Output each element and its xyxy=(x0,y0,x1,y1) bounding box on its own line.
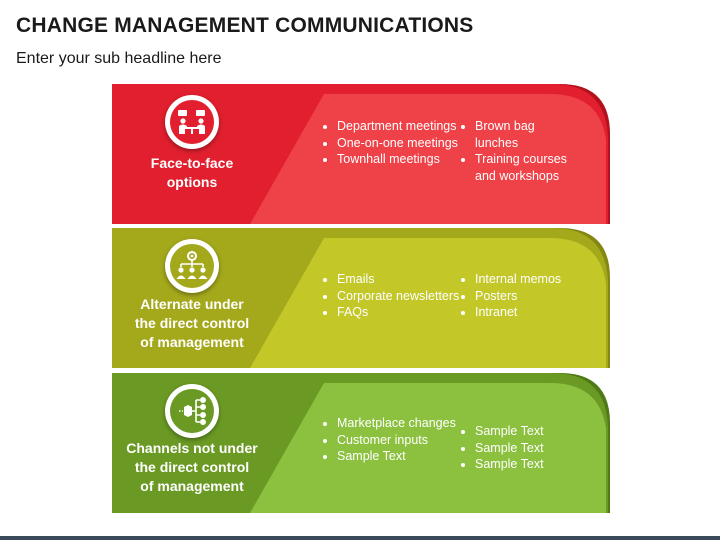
meeting-people-icon xyxy=(170,100,214,144)
network-tree-icon xyxy=(170,389,214,433)
row-background-green xyxy=(112,373,610,513)
list-item: One-on-one meetings xyxy=(337,135,467,152)
list-item: Sample Text xyxy=(475,423,575,440)
list-item: Internal memos xyxy=(475,271,575,288)
bullet-list-left: Emails Corporate newsletters FAQs xyxy=(315,271,467,321)
row-alternate-under-control: Alternate under the direct control of ma… xyxy=(112,228,610,368)
page-subtitle: Enter your sub headline here xyxy=(16,50,222,67)
list-item: FAQs xyxy=(337,304,467,321)
list-item: Intranet xyxy=(475,304,575,321)
bullet-list-left: Marketplace changes Customer inputs Samp… xyxy=(315,415,467,465)
list-item: Sample Text xyxy=(475,440,575,457)
icon-badge xyxy=(165,239,219,293)
row-background-red xyxy=(112,84,610,224)
icon-badge xyxy=(165,384,219,438)
row-channels-not-under-control: Channels not under the direct control of… xyxy=(112,373,610,513)
list-item: Department meetings xyxy=(337,118,467,135)
bullet-list-right: Sample Text Sample Text Sample Text xyxy=(453,423,575,473)
footer-bar xyxy=(0,536,720,540)
bullet-list-left: Department meetings One-on-one meetings … xyxy=(315,118,467,168)
list-item: Emails xyxy=(337,271,467,288)
list-item: Townhall meetings xyxy=(337,151,467,168)
list-item: Customer inputs xyxy=(337,432,467,449)
list-item: Training courses and workshops xyxy=(475,151,575,184)
bullet-list-right: Brown bag lunches Training courses and w… xyxy=(453,118,575,184)
list-item: Marketplace changes xyxy=(337,415,467,432)
row-label: Alternate under the direct control of ma… xyxy=(134,296,250,350)
row-label: Face-to-face options xyxy=(150,155,234,190)
page-title: CHANGE MANAGEMENT COMMUNICATIONS xyxy=(16,14,474,37)
list-item: Sample Text xyxy=(475,456,575,473)
org-hierarchy-icon xyxy=(170,244,214,288)
bullet-list-right: Internal memos Posters Intranet xyxy=(453,271,575,321)
list-item: Sample Text xyxy=(337,448,467,465)
row-background-olive xyxy=(112,228,610,368)
icon-badge xyxy=(165,95,219,149)
list-item: Corporate newsletters xyxy=(337,288,467,305)
list-item: Posters xyxy=(475,288,575,305)
row-face-to-face: Face-to-face options Department meetings… xyxy=(112,84,610,224)
row-label: Channels not under the direct control of… xyxy=(126,440,258,494)
list-item: Brown bag lunches xyxy=(475,118,575,151)
